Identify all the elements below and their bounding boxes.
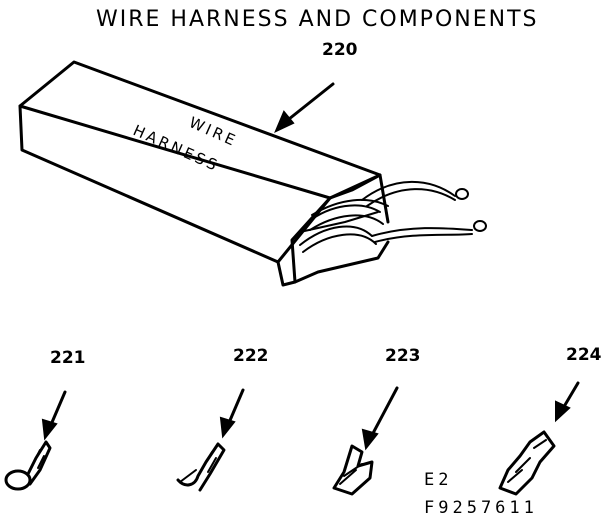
harness-callout-arrow <box>274 82 335 134</box>
receptacle-terminal-icon <box>332 444 374 496</box>
spade-terminal-icon <box>176 442 226 492</box>
component-223-part-number: 223 <box>385 346 421 366</box>
component-221-part-number: 221 <box>50 348 86 368</box>
component-221-callout-arrow <box>41 390 67 441</box>
flag-receptacle-terminal-icon <box>498 430 556 496</box>
wire-harness-box-icon <box>18 60 487 287</box>
component-224-part-number: 224 <box>566 345 602 365</box>
harness-part-number: 220 <box>322 40 358 60</box>
component-224-callout-arrow <box>555 381 580 423</box>
drawing-code-line2: F9257611 <box>424 498 538 518</box>
component-222-part-number: 222 <box>233 346 269 366</box>
component-223-callout-arrow <box>361 386 399 451</box>
component-222-callout-arrow <box>219 388 245 439</box>
drawing-code-line1: E2 <box>424 470 452 490</box>
ring-terminal-icon <box>4 440 52 491</box>
diagram-title: WIRE HARNESS AND COMPONENTS <box>96 7 538 32</box>
harness-label-line1: WIRE <box>186 113 240 150</box>
